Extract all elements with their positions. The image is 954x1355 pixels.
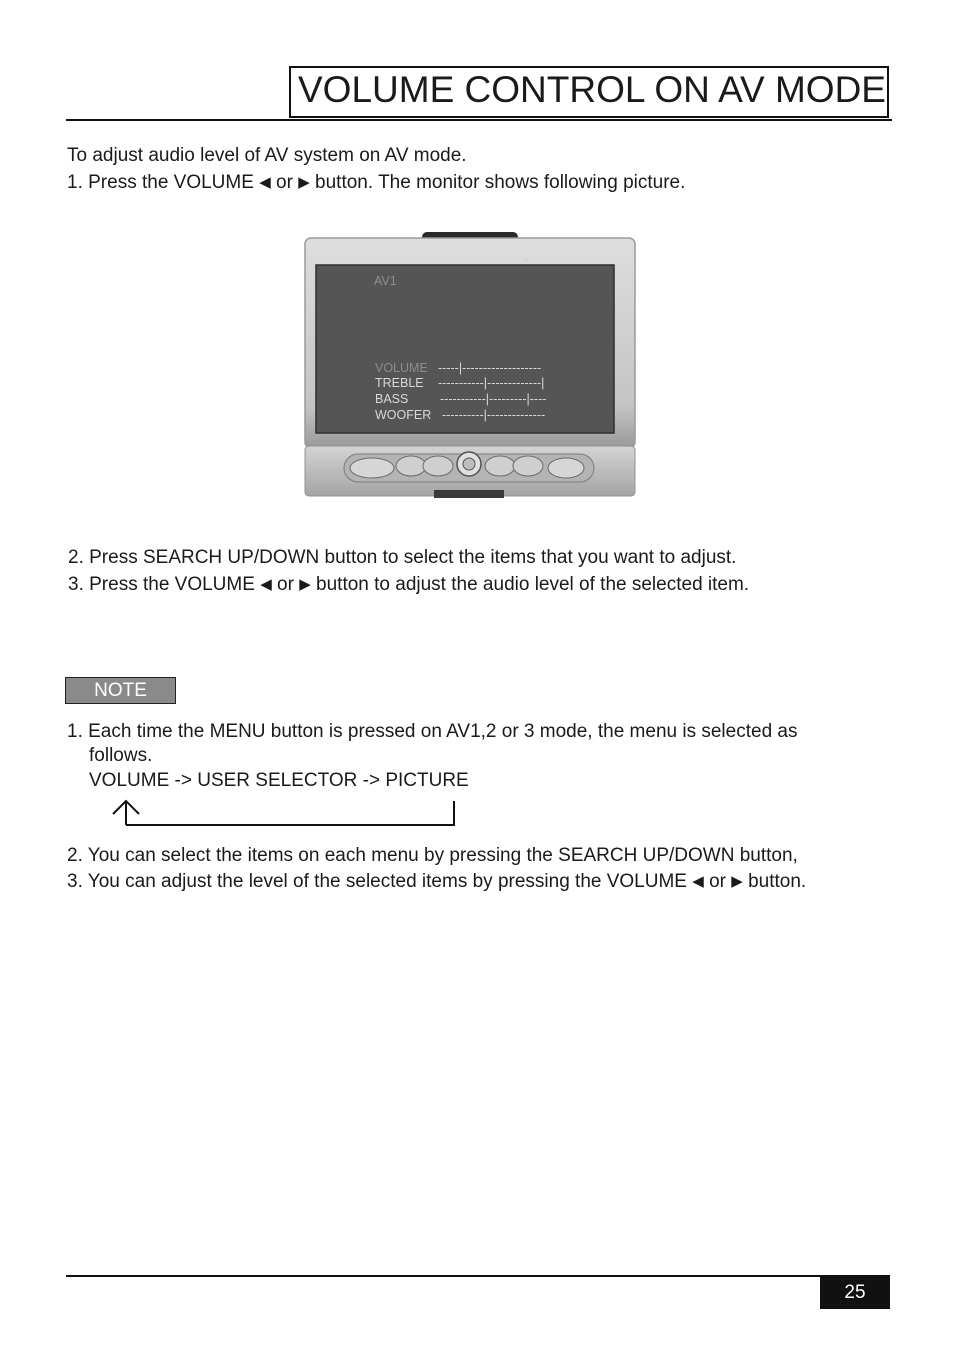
left-arrow-icon: ◀: [259, 174, 271, 191]
cycle-arrow-icon: [112, 799, 455, 826]
note-1-line-2: follows.: [89, 745, 153, 766]
right-arrow-icon: ▶: [298, 174, 310, 191]
osd-bass-bar: -----------|---------|----: [440, 392, 546, 406]
svg-text:...: ...: [524, 256, 529, 262]
left-arrow-icon: ◀: [692, 873, 704, 890]
osd-volume-label: VOLUME: [375, 361, 428, 375]
footer-rule: [66, 1275, 890, 1277]
step-1-text-c: button. The monitor shows following pict…: [315, 172, 686, 193]
note-1-sequence: VOLUME -> USER SELECTOR -> PICTURE: [89, 770, 469, 791]
osd-bass-label: BASS: [375, 392, 408, 406]
step-3: 3. Press the VOLUME ◀ or ▶ button to adj…: [68, 574, 749, 596]
osd-treble-bar: -----------|-------------|: [438, 376, 544, 390]
mute-button[interactable]: [547, 457, 585, 479]
right-arrow-icon: ▶: [299, 576, 311, 593]
monitor-image: ... AV1 VOLUME TREBLE BASS WOOFER -----|…: [304, 232, 636, 498]
osd-source: AV1: [374, 274, 397, 288]
page-title: VOLUME CONTROL ON AV MODE: [298, 69, 886, 110]
note-2: 2. You can select the items on each menu…: [67, 845, 798, 866]
step-1: 1. Press the VOLUME ◀ or ▶ button. The m…: [67, 172, 685, 194]
note-3-text-a: 3. You can adjust the level of the selec…: [67, 871, 687, 892]
step-2: 2. Press SEARCH UP/DOWN button to select…: [68, 547, 737, 568]
step-1-text-a: 1. Press the VOLUME: [67, 172, 254, 193]
osd-woofer-label: WOOFER: [375, 408, 431, 422]
osd-volume-bar: -----|-------------------: [438, 361, 541, 375]
intro-text: To adjust audio level of AV system on AV…: [67, 145, 467, 166]
note-3-text-c: button.: [748, 871, 807, 892]
search-up-button[interactable]: [512, 455, 544, 477]
left-arrow-icon: ◀: [260, 576, 272, 593]
right-arrow-icon: ▶: [731, 873, 743, 890]
step-3-text-a: 3. Press the VOLUME: [68, 574, 255, 595]
note-1-line-1: 1. Each time the MENU button is pressed …: [67, 721, 798, 742]
search-down-button[interactable]: [484, 455, 516, 477]
volume-down-button[interactable]: [395, 455, 427, 477]
volume-up-button[interactable]: [422, 455, 454, 477]
title-underline: [66, 119, 892, 121]
step-3-text-c: button to adjust the audio level of the …: [316, 574, 750, 595]
osd-woofer-bar: ----------|--------------: [442, 408, 545, 422]
note-3: 3. You can adjust the level of the selec…: [67, 871, 806, 893]
title-box: [289, 66, 889, 118]
step-1-text-b: or: [276, 172, 293, 193]
screen: [315, 264, 615, 434]
source-button[interactable]: [349, 457, 395, 479]
note-badge: NOTE: [65, 677, 176, 704]
osd-treble-label: TREBLE: [375, 376, 424, 390]
page-number: 25: [820, 1276, 890, 1309]
step-3-text-b: or: [277, 574, 294, 595]
note-3-text-b: or: [709, 871, 726, 892]
